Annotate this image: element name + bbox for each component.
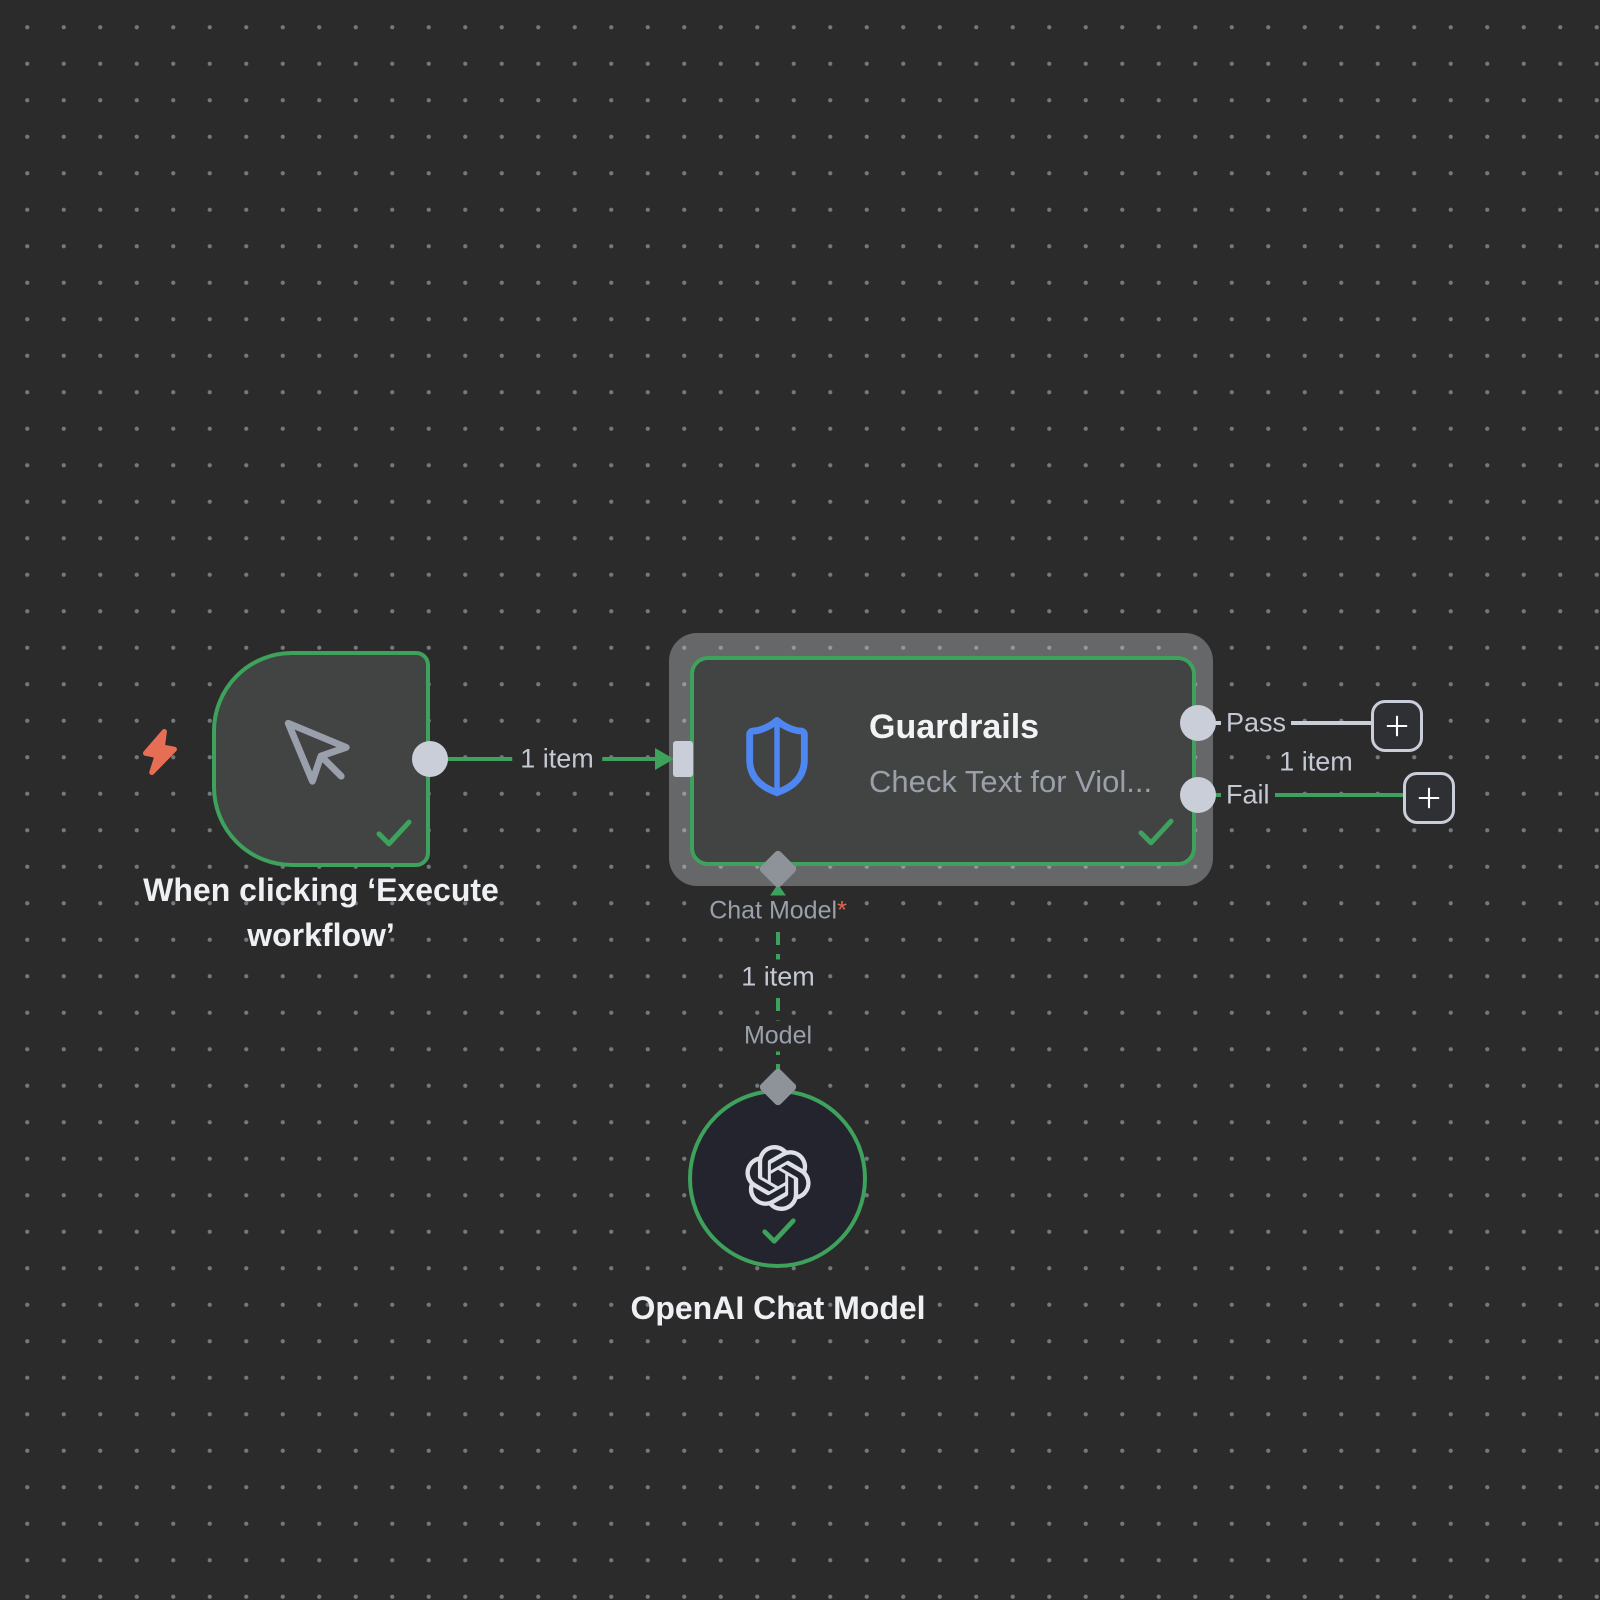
add-node-button-pass[interactable] <box>1371 700 1423 752</box>
model-edge-items-label: 1 item <box>733 959 823 995</box>
edge-fail[interactable] <box>1198 793 1405 797</box>
chat-model-port-label: Chat Model* <box>702 895 854 927</box>
guardrails-input-port[interactable] <box>673 741 693 777</box>
openai-node-label: OpenAI Chat Model <box>630 1290 926 1326</box>
model-port-label: Model <box>736 1020 820 1052</box>
edge-arrow-icon <box>655 748 674 770</box>
bolt-icon <box>142 728 177 776</box>
plus-icon <box>1418 787 1440 809</box>
guardrails-subtitle: Check Text for Viol... <box>869 764 1153 799</box>
openai-logo-icon <box>745 1145 811 1211</box>
cursor-icon <box>284 719 350 785</box>
trigger-node-label: When clicking ‘Execute workflow’ <box>143 872 499 953</box>
main-edge-items-label: 1 item <box>512 741 602 777</box>
plus-icon <box>1386 715 1408 737</box>
check-icon <box>1138 818 1174 846</box>
add-node-button-fail[interactable] <box>1403 772 1455 824</box>
node-manual-trigger[interactable] <box>212 651 430 867</box>
guardrails-title: Guardrails <box>869 708 1040 746</box>
node-openai-chat-model[interactable] <box>688 1089 867 1268</box>
check-icon <box>762 1218 796 1244</box>
guardrails-fail-output-port[interactable] <box>1180 777 1216 813</box>
fail-branch-label: Fail <box>1221 778 1275 812</box>
check-icon <box>376 819 412 847</box>
guardrails-pass-output-port[interactable] <box>1180 705 1216 741</box>
required-marker: * <box>837 896 847 925</box>
chat-model-port-text: Chat Model <box>709 896 838 925</box>
node-guardrails[interactable]: Guardrails Check Text for Viol... <box>690 656 1196 866</box>
fail-edge-items-label: 1 item <box>1271 744 1361 780</box>
trigger-output-port[interactable] <box>412 741 448 777</box>
shield-icon <box>746 717 808 797</box>
pass-branch-label: Pass <box>1221 706 1292 740</box>
